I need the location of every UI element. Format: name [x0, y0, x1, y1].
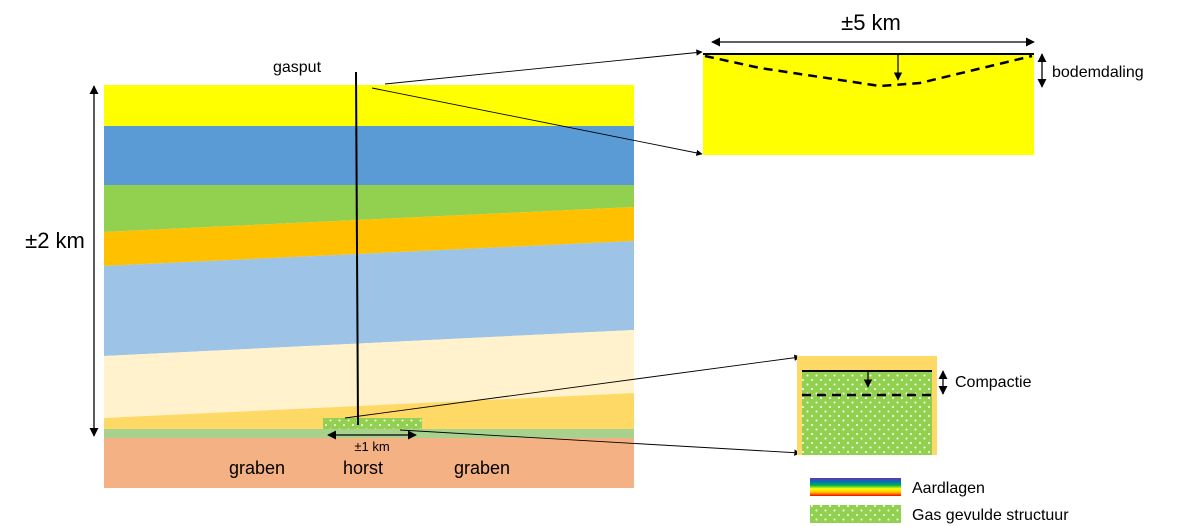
layer-sage: [104, 429, 634, 438]
compaction-label: Compactie: [955, 374, 1032, 391]
depth-label: ±2 km: [25, 228, 85, 253]
layer-salmon: [104, 438, 634, 488]
surface-inset-box: [703, 54, 1034, 155]
zoom-line-compaction-bottom: [399, 429, 801, 456]
legend-gas-swatch: [810, 505, 901, 523]
layer-green: [104, 185, 634, 232]
legend-layers-swatch: [810, 478, 901, 496]
compaction-gas-fill: [802, 371, 932, 455]
layer-orange: [104, 207, 634, 266]
compaction-inset: [797, 356, 937, 455]
legend-layers-label: Aardlagen: [912, 480, 985, 497]
structure-width-label: ±1 km: [354, 439, 389, 454]
legend-gas-label: Gas gevulde structuur: [912, 507, 1069, 524]
zoom-line-compaction-top: [344, 354, 801, 419]
layer-light-blue: [104, 241, 634, 356]
layer-yellow: [104, 85, 634, 126]
surface-width-label: ±5 km: [841, 10, 901, 35]
subsidence-label: bodemdaling: [1052, 64, 1144, 81]
subsided-surface-line: [704, 54, 1033, 88]
graben-right-label: graben: [454, 458, 510, 478]
graben-left-label: graben: [229, 458, 285, 478]
well-label: gasput: [273, 59, 322, 76]
zoom-line-surface-bottom: [371, 87, 703, 156]
legend: Aardlagen Gas gevulde structuur: [810, 478, 1069, 524]
layer-blue: [104, 126, 634, 185]
zoom-line-surface-top: [384, 49, 703, 85]
gas-structure: [323, 418, 422, 429]
layer-sand: [104, 393, 634, 429]
horst-label: horst: [343, 458, 383, 478]
layer-cream: [104, 330, 634, 418]
subsidence-inset: [703, 53, 1034, 155]
cross-section: [104, 85, 634, 488]
well-line: [355, 71, 359, 426]
